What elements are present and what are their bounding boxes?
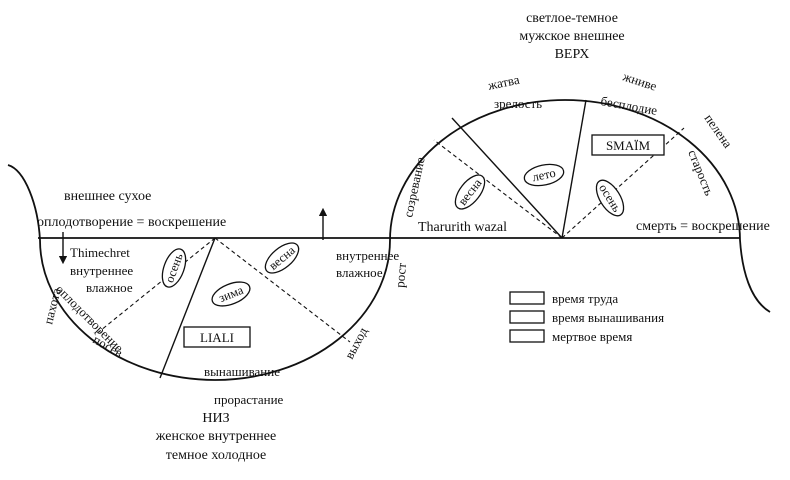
summer-oval-label: лето	[531, 166, 557, 185]
spring-oval-lower: весна	[264, 242, 300, 274]
liali-label: LIALI	[200, 330, 234, 345]
bottom-line-1: НИЗ	[202, 411, 229, 426]
cycle-curve	[7, 99, 771, 381]
bottom-line-2: женское внутреннее	[155, 429, 276, 444]
left-equation-label: оплодотворение = воскрешение	[37, 215, 226, 230]
legend: время труда время вынашивания мертвое вр…	[509, 291, 664, 344]
legend-label-dead: мертвое время	[552, 329, 632, 344]
shroud-label: пелена	[702, 111, 736, 151]
maturity-label: зрелость	[494, 96, 542, 111]
upper-solid-divider-right	[561, 99, 587, 239]
harvest-label: жатва	[486, 72, 521, 94]
autumn-oval-lower: осень	[161, 248, 187, 288]
right-equation-label: смерть = воскрешение	[636, 219, 770, 234]
upper-dashed-left	[433, 139, 563, 239]
exit-label: выход	[341, 324, 370, 361]
ripening-label: созревание	[400, 156, 427, 219]
barrenness-label: бесплодие	[599, 93, 658, 118]
smaim-label: SMAÏM	[606, 138, 651, 153]
lower-solid-divider	[159, 237, 216, 379]
legend-swatch-work	[509, 291, 545, 305]
winter-oval: зима	[211, 281, 251, 307]
legend-label-work: время труда	[552, 291, 618, 306]
reaping-label: жниве	[620, 68, 659, 93]
smaim-box	[591, 134, 665, 156]
lower-dashed-left	[94, 237, 216, 336]
top-line-1: светлое-темное	[526, 11, 618, 26]
inner-label: внутреннее	[70, 263, 133, 278]
thimechret-label: Thimechret	[70, 245, 130, 260]
autumn-oval-upper: осень	[595, 179, 625, 217]
upper-solid-divider-left	[451, 117, 563, 239]
summer-oval: лето	[523, 163, 565, 187]
liali-box	[183, 326, 251, 348]
center-label: Tharurith wazal	[418, 220, 507, 235]
germination-label: прорастание	[214, 392, 284, 407]
bottom-line-3: темное холодное	[166, 448, 266, 463]
growth-label: рост	[392, 262, 409, 288]
wet-label: влажное	[86, 280, 133, 295]
top-line-2: мужское внешнее	[519, 29, 624, 44]
spring-oval-upper: весна	[454, 174, 486, 210]
legend-swatch-gestation	[509, 310, 545, 324]
lower-dashed-right	[214, 237, 351, 343]
gestation-label: вынашивание	[204, 364, 280, 379]
inner-wet-label-1: внутреннее	[336, 248, 399, 263]
top-line-3: ВЕРХ	[555, 47, 590, 62]
inner-wet-label-2: влажное	[336, 265, 383, 280]
outer-dry-label: внешнее сухое	[64, 189, 151, 204]
old-age-label: старость	[685, 148, 717, 198]
legend-swatch-dead	[509, 329, 545, 343]
legend-label-gestation: время вынашивания	[552, 310, 664, 325]
